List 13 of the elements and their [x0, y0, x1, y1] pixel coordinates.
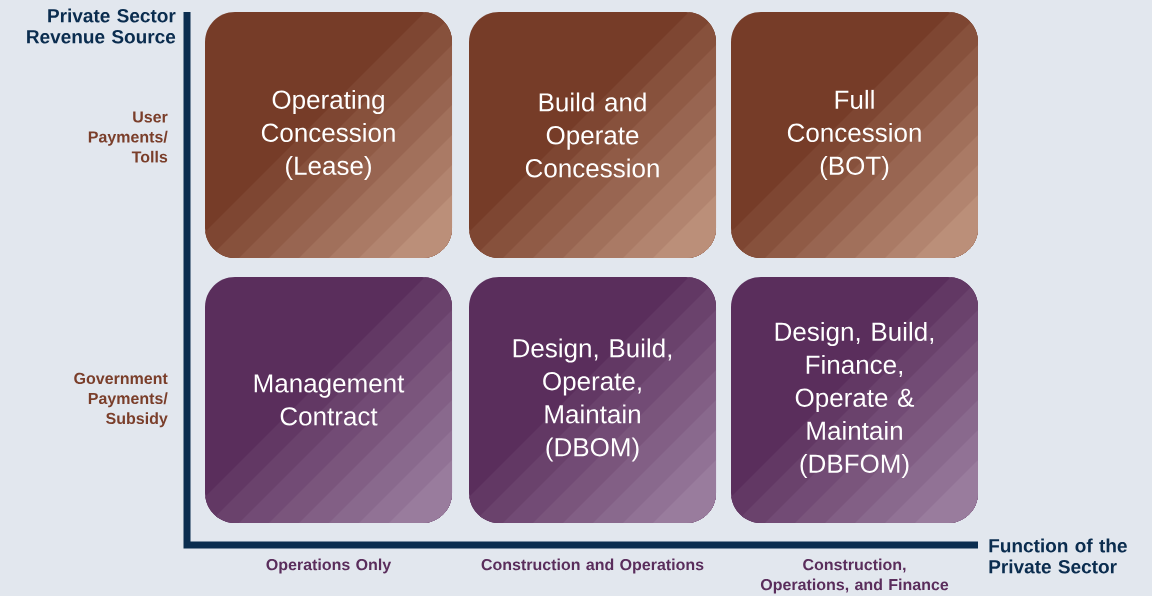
rounded-box: Operating Concession (Lease)	[205, 12, 452, 258]
row-label: Government Payments/ Subsidy	[74, 372, 168, 428]
rounded-box: Management Contract	[205, 277, 452, 523]
rounded-box: Full Concession (BOT)	[731, 12, 978, 258]
rounded-box: Design, Build, Finance, Operate & Maintain (DBFOM)	[731, 277, 978, 523]
row-label: User Payments/ Tolls	[88, 111, 168, 163]
column-label: Construction and Operations	[481, 558, 704, 574]
axis-title: Private Sector Revenue Source	[27, 8, 176, 44]
column-label: Operations Only	[266, 558, 392, 574]
axis-title: Function of the Private Sector	[989, 538, 1127, 574]
rounded-box: Design, Build, Operate, Maintain (DBOM)	[469, 277, 716, 523]
column-label: Construction, Operations, and Finance	[760, 558, 949, 594]
rounded-box: Build and Operate Concession	[469, 12, 716, 258]
